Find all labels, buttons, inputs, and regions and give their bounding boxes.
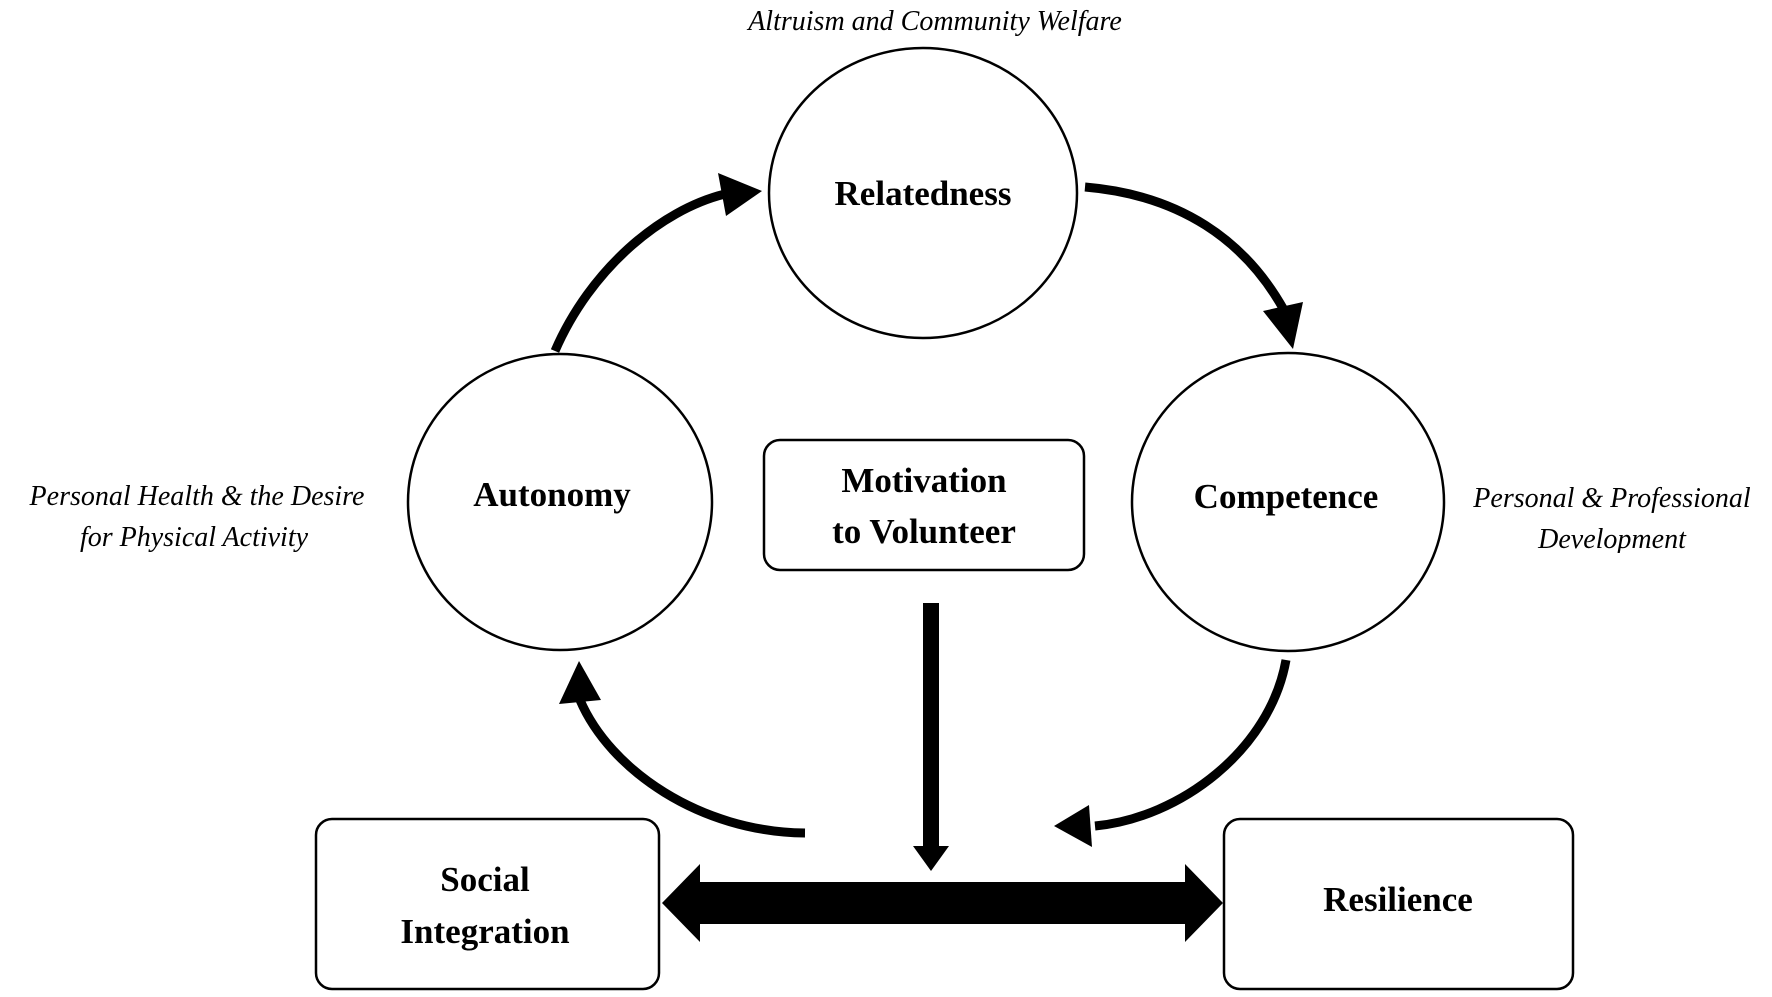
node-motivation: Motivation to Volunteer — [762, 438, 1086, 572]
relatedness-label: Relatedness — [835, 174, 1012, 213]
social-integration-label-line2: Integration — [400, 912, 569, 951]
annotation-professional-development-line2: Development — [1537, 524, 1687, 555]
motivation-label-line2: to Volunteer — [832, 512, 1016, 551]
arrow-motivation-down-shaft — [923, 603, 939, 851]
competence-label: Competence — [1194, 477, 1379, 516]
arrow-bottom-to-autonomy-shaft — [575, 698, 806, 838]
arrow-competence-to-bottom — [1054, 659, 1291, 847]
annotation-altruism: Altruism and Community Welfare — [746, 6, 1122, 37]
arrow-motivation-down — [913, 603, 949, 871]
social-integration-label-line1: Social — [440, 860, 530, 899]
autonomy-circle — [406, 352, 714, 652]
arrow-relatedness-to-competence — [1084, 182, 1303, 349]
node-relatedness: Relatedness — [767, 46, 1079, 340]
double-arrow-shaft — [700, 882, 1186, 924]
resilience-box — [1222, 817, 1575, 991]
arrow-relatedness-to-competence-head — [1263, 302, 1303, 349]
node-autonomy: Autonomy — [406, 352, 714, 652]
arrow-autonomy-to-relatedness — [550, 173, 762, 353]
node-competence: Competence — [1130, 351, 1446, 653]
relatedness-circle — [767, 46, 1079, 340]
resilience-label: Resilience — [1323, 880, 1473, 919]
competence-circle — [1130, 351, 1446, 653]
motivation-label-line1: Motivation — [841, 461, 1006, 500]
arrow-motivation-down-head — [913, 846, 949, 871]
arrow-autonomy-to-relatedness-head — [718, 173, 762, 216]
arrow-competence-to-bottom-head — [1054, 805, 1092, 847]
double-arrow-left-head — [662, 864, 700, 942]
node-social-integration: Social Integration — [314, 817, 661, 991]
node-resilience: Resilience — [1222, 817, 1575, 991]
arrow-autonomy-to-relatedness-shaft — [550, 189, 727, 353]
arrow-relatedness-to-competence-shaft — [1084, 182, 1288, 313]
double-arrow-right-head — [1185, 864, 1223, 942]
social-integration-box — [314, 817, 661, 991]
double-arrow-social-resilience — [662, 864, 1223, 942]
autonomy-label: Autonomy — [473, 475, 631, 514]
arrow-bottom-to-autonomy-head — [559, 661, 601, 704]
arrow-bottom-to-autonomy — [559, 661, 806, 838]
motivation-box — [762, 438, 1086, 572]
arrow-competence-to-bottom-shaft — [1094, 659, 1291, 831]
annotation-professional-development-line1: Personal & Professional — [1472, 483, 1751, 514]
annotation-personal-health-line2: for Physical Activity — [80, 522, 309, 553]
annotation-personal-health-line1: Personal Health & the Desire — [29, 481, 365, 512]
